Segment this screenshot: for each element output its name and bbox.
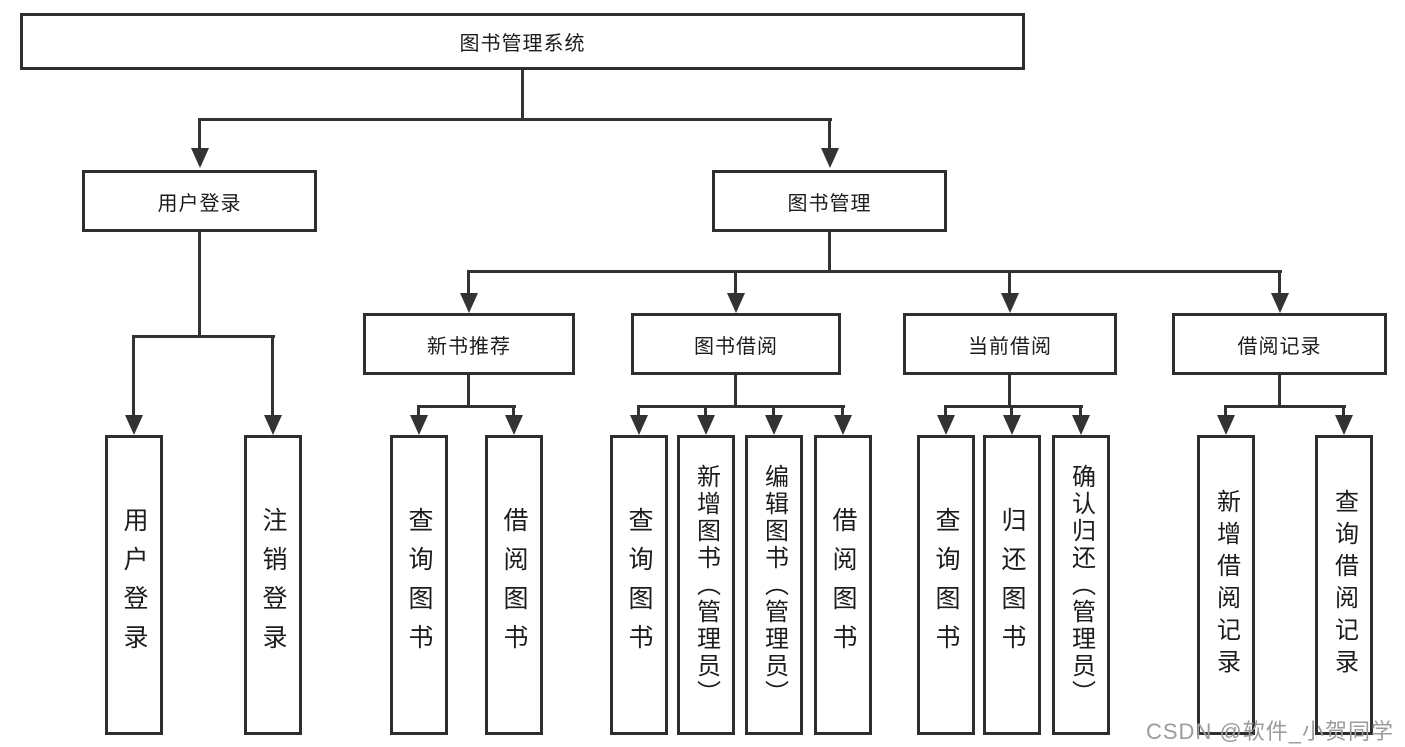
leaf-query-books-recommend-label: 查询图书 xyxy=(405,507,433,663)
leaf-query-books-borrow: 查询图书 xyxy=(610,435,668,735)
connector-stem xyxy=(1224,405,1227,417)
arrowhead xyxy=(191,148,209,168)
leaf-add-book-admin: 新增图书（管理员） xyxy=(677,435,735,735)
connector-stem xyxy=(828,118,831,150)
connector-borrow-trunk xyxy=(734,375,737,405)
connector-stem xyxy=(1079,405,1082,417)
node-new-book-recommend-label: 新书推荐 xyxy=(427,335,511,358)
arrowhead xyxy=(1271,293,1289,313)
leaf-query-books-current: 查询图书 xyxy=(917,435,975,735)
leaf-query-books-current-label: 查询图书 xyxy=(932,507,960,663)
arrowhead xyxy=(1001,293,1019,313)
connector-book-mgmt-trunk xyxy=(828,232,831,270)
arrowhead xyxy=(125,415,143,435)
connector-root-trunk xyxy=(521,70,524,118)
leaf-borrow-books-recommend: 借阅图书 xyxy=(485,435,543,735)
leaf-edit-book-admin: 编辑图书（管理员） xyxy=(745,435,803,735)
leaf-user-login: 用户登录 xyxy=(105,435,163,735)
connector-user-login-trunk xyxy=(198,232,201,335)
leaf-logout-label: 注销登录 xyxy=(259,507,287,663)
node-root-label: 图书管理系统 xyxy=(459,33,586,55)
connector-level3-rail xyxy=(467,270,1282,273)
connector-recommend-rail xyxy=(417,405,516,408)
node-borrow-records-label: 借阅记录 xyxy=(1237,335,1322,358)
csdn-watermark: CSDN @软件_小贺同学 xyxy=(1146,719,1395,744)
node-current-borrow: 当前借阅 xyxy=(903,313,1117,375)
connector-records-trunk xyxy=(1278,375,1281,405)
connector-records-rail xyxy=(1224,405,1346,408)
leaf-add-borrow-record: 新增借阅记录 xyxy=(1197,435,1255,735)
connector-stem xyxy=(704,405,707,417)
leaf-borrow-books-borrow: 借阅图书 xyxy=(814,435,872,735)
leaf-borrow-books-recommend-label: 借阅图书 xyxy=(500,507,528,663)
arrowhead xyxy=(1003,415,1021,435)
node-current-borrow-label: 当前借阅 xyxy=(968,335,1052,358)
connector-stem xyxy=(637,405,640,417)
arrowhead xyxy=(937,415,955,435)
connector-stem xyxy=(1008,270,1011,293)
node-book-management-label: 图书管理 xyxy=(787,192,872,215)
arrowhead xyxy=(264,415,282,435)
node-book-borrow-label: 图书借阅 xyxy=(694,335,778,358)
arrowhead xyxy=(460,293,478,313)
connector-stem xyxy=(467,270,470,293)
leaf-user-login-label: 用户登录 xyxy=(120,507,148,663)
node-new-book-recommend: 新书推荐 xyxy=(363,313,575,375)
connector-user-login-rail xyxy=(132,335,275,338)
connector-stem xyxy=(512,405,515,417)
connector-stem xyxy=(734,270,737,293)
connector-level2-rail xyxy=(198,118,832,121)
arrowhead xyxy=(1072,415,1090,435)
leaf-logout: 注销登录 xyxy=(244,435,302,735)
node-root: 图书管理系统 xyxy=(20,13,1025,70)
arrowhead xyxy=(505,415,523,435)
connector-stem xyxy=(841,405,844,417)
node-user-login-label: 用户登录 xyxy=(157,192,242,215)
connector-stem xyxy=(271,335,274,415)
connector-stem xyxy=(1278,270,1281,293)
node-user-login: 用户登录 xyxy=(82,170,317,232)
leaf-return-book-label: 归还图书 xyxy=(998,507,1026,663)
arrowhead xyxy=(1335,415,1353,435)
leaf-query-borrow-record: 查询借阅记录 xyxy=(1315,435,1373,735)
leaf-borrow-books-borrow-label: 借阅图书 xyxy=(829,507,857,663)
connector-current-rail xyxy=(944,405,1083,408)
connector-recommend-trunk xyxy=(467,375,470,405)
arrowhead xyxy=(410,415,428,435)
leaf-add-book-admin-label: 新增图书（管理员） xyxy=(692,463,720,707)
arrowhead xyxy=(821,148,839,168)
connector-stem xyxy=(417,405,420,417)
leaf-confirm-return-admin-label: 确认归还（管理员） xyxy=(1067,463,1095,707)
arrowhead xyxy=(697,415,715,435)
leaf-query-books-borrow-label: 查询图书 xyxy=(625,507,653,663)
leaf-return-book: 归还图书 xyxy=(983,435,1041,735)
arrowhead xyxy=(630,415,648,435)
arrowhead xyxy=(765,415,783,435)
node-book-management: 图书管理 xyxy=(712,170,947,232)
connector-stem xyxy=(944,405,947,417)
leaf-edit-book-admin-label: 编辑图书（管理员） xyxy=(760,463,788,707)
connector-stem xyxy=(132,335,135,415)
connector-stem xyxy=(1010,405,1013,417)
leaf-add-borrow-record-label: 新增借阅记录 xyxy=(1212,489,1240,681)
leaf-confirm-return-admin: 确认归还（管理员） xyxy=(1052,435,1110,735)
leaf-query-books-recommend: 查询图书 xyxy=(390,435,448,735)
connector-stem xyxy=(198,118,201,150)
connector-borrow-rail xyxy=(637,405,845,408)
connector-current-trunk xyxy=(1008,375,1011,405)
connector-stem xyxy=(1342,405,1345,417)
connector-stem xyxy=(772,405,775,417)
arrowhead xyxy=(727,293,745,313)
node-borrow-records: 借阅记录 xyxy=(1172,313,1387,375)
node-book-borrow: 图书借阅 xyxy=(631,313,841,375)
arrowhead xyxy=(834,415,852,435)
leaf-query-borrow-record-label: 查询借阅记录 xyxy=(1330,489,1358,681)
arrowhead xyxy=(1217,415,1235,435)
